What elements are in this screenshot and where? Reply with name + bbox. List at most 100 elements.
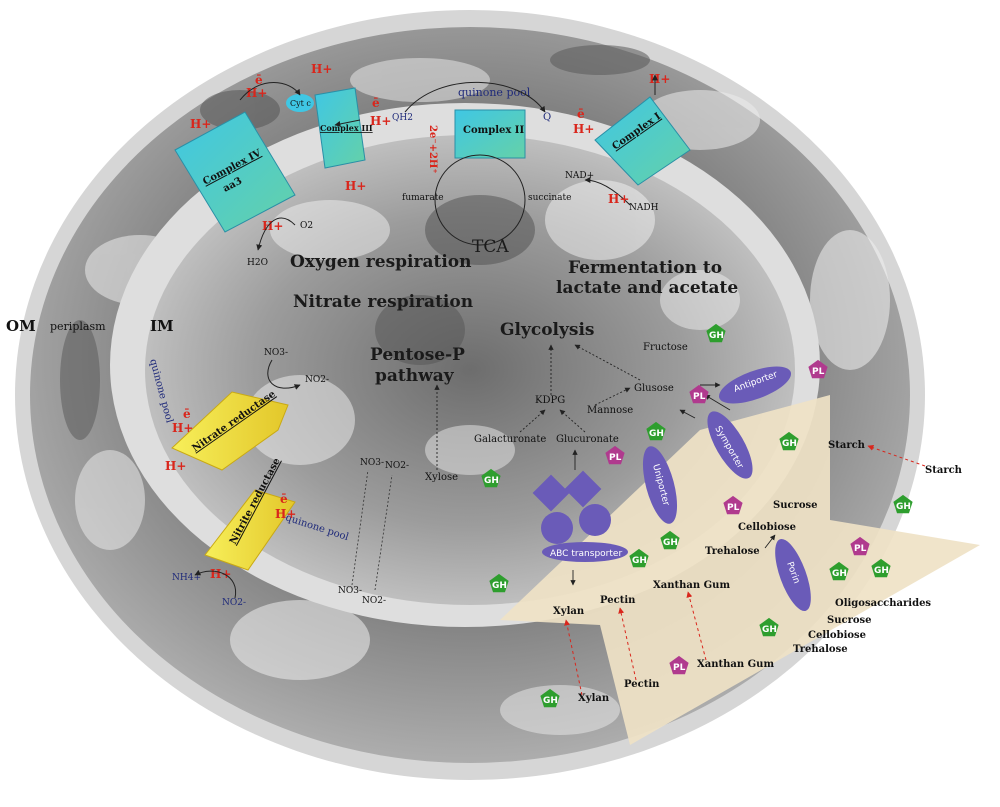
gh-icon: GH (706, 323, 726, 343)
h-plus-3: H+ (311, 62, 332, 76)
om-label: OM (6, 317, 36, 335)
uniporter: Uniporter (642, 446, 678, 524)
svg-text:GH: GH (492, 581, 507, 591)
nh4-label: NH4+ (172, 573, 201, 583)
o2-label: O2 (300, 221, 313, 231)
e-minus-2: ē (372, 96, 380, 110)
pl-icon: PL (669, 655, 689, 675)
gh-icon: GH (829, 561, 849, 581)
cyt-c-label: Cyt c (290, 99, 311, 108)
fructose-label: Fructose (643, 342, 688, 353)
tca-label: TCA (472, 237, 509, 257)
gh-icon: GH (759, 617, 779, 637)
nadh-label: NADH (629, 203, 659, 213)
no3-label-1: NO3- (264, 348, 288, 358)
gh-icon: GH (489, 573, 509, 593)
nitrate-respiration-label: Nitrate respiration (293, 292, 473, 312)
galacturonate-label: Galacturonate (474, 434, 546, 445)
sucrose-outer: Sucrose (827, 615, 872, 626)
abc-transporter: ABC transporter (532, 470, 628, 562)
mannose-label: Mannose (587, 405, 633, 416)
complex-iv: Complex IV aa3 (174, 111, 296, 233)
cellobiose-inner: Cellobiose (738, 522, 796, 533)
tca-cycle-ring (434, 154, 526, 246)
gh-pl-markers: GH PL PL GH GH PL GH PL GH GH GH PL GH G… (481, 323, 913, 708)
e-minus-1: ē (255, 73, 263, 87)
no3-label-2: NO3- (360, 458, 384, 468)
svg-text:GH: GH (896, 502, 911, 512)
complex-ii-label: Complex II (463, 125, 524, 136)
starch-outer-2: Starch (925, 465, 963, 476)
q-label: Q (543, 112, 551, 123)
svg-text:PL: PL (693, 392, 706, 402)
h-plus-4: H+ (370, 114, 391, 128)
svg-text:GH: GH (709, 331, 724, 341)
h-plus-11: H+ (165, 459, 186, 473)
gh-icon: GH (629, 548, 649, 568)
complex-iii: Complex III (314, 87, 373, 169)
no2-label-4: NO2- (362, 596, 386, 606)
succinate-label: succinate (528, 193, 571, 203)
xylan-outer: Xylan (578, 693, 610, 704)
nutrient-wedge (500, 395, 980, 745)
no3-label-3: NO3- (338, 586, 362, 596)
cyt-c (286, 94, 314, 112)
nitrate-reductase: Nitrate reductase (171, 389, 289, 471)
gh-icon: GH (893, 494, 913, 514)
fumarate-label: fumarate (402, 193, 444, 203)
svg-text:GH: GH (649, 429, 664, 439)
svg-text:PL: PL (854, 544, 867, 554)
h-plus-9: H+ (608, 192, 629, 206)
porin: Porin (775, 539, 811, 611)
oligosaccharides-outer: Oligosaccharides (835, 598, 931, 609)
sucrose-inner: Sucrose (773, 500, 818, 511)
complex-iii-label: Complex III (320, 123, 373, 133)
pl-icon: PL (850, 536, 870, 556)
trehalose-inner: Trehalose (705, 546, 760, 557)
glucose-label: Glusose (634, 383, 674, 394)
svg-text:GH: GH (782, 439, 797, 449)
glucuronate-label: Glucuronate (556, 434, 619, 445)
starch-outer-1: Starch (828, 440, 866, 451)
pl-icon: PL (808, 359, 828, 379)
e-minus-3: ē (577, 107, 585, 121)
fermentation-label-1: Fermentation to (568, 258, 722, 278)
xylose-label: Xylose (425, 472, 458, 483)
trehalose-outer: Trehalose (793, 644, 848, 655)
nad-label: NAD+ (565, 171, 594, 181)
h-plus-10: H+ (172, 421, 193, 435)
qh2-label: QH2 (392, 113, 413, 123)
svg-text:PL: PL (609, 453, 622, 463)
gh-icon: GH (779, 431, 799, 451)
cellobiose-outer: Cellobiose (808, 630, 866, 641)
svg-text:GH: GH (543, 696, 558, 706)
pentose-label-2: pathway (375, 366, 455, 386)
e-minus-4: ē (183, 407, 191, 421)
svg-text:GH: GH (632, 556, 647, 566)
h-plus-1: H+ (190, 117, 211, 131)
gh-icon: GH (646, 421, 666, 441)
im-label: IM (150, 317, 174, 335)
svg-text:GH: GH (832, 569, 847, 579)
h-plus-7: H+ (573, 122, 594, 136)
gh-icon: GH (481, 468, 501, 488)
no2-label-1: NO2- (305, 375, 329, 385)
oxygen-respiration-label: Oxygen respiration (290, 252, 471, 272)
h-plus-6: H+ (262, 219, 283, 233)
two-e-2h-label: 2e⁻+2H⁺ (427, 125, 438, 174)
xanthan-outer: Xanthan Gum (697, 659, 774, 670)
glycolysis-label: Glycolysis (500, 320, 594, 340)
fermentation-label-2: lactate and acetate (556, 278, 738, 298)
svg-text:PL: PL (812, 367, 825, 377)
svg-text:GH: GH (874, 566, 889, 576)
pl-icon: PL (605, 445, 625, 465)
h-plus-8: H+ (649, 72, 670, 86)
kdpg-label: KDPG (535, 395, 565, 406)
xanthan-inner: Xanthan Gum (653, 580, 730, 591)
svg-text:GH: GH (762, 625, 777, 635)
gh-icon: GH (871, 558, 891, 578)
e-minus-5: ē (280, 492, 288, 506)
cytoplasm-texture (245, 180, 740, 475)
xylan-inner: Xylan (553, 606, 585, 617)
